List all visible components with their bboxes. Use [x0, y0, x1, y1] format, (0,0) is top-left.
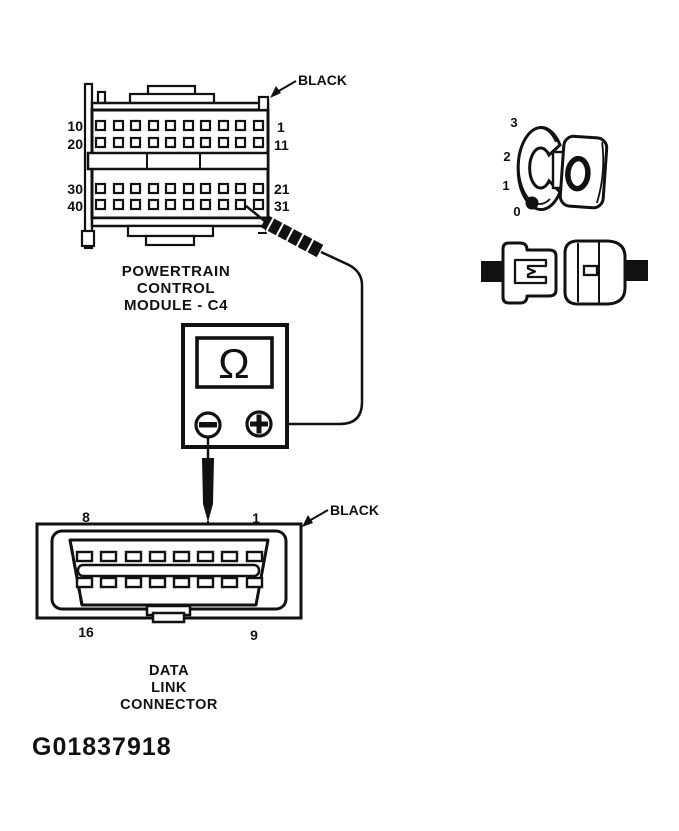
- dlc-color-label: BLACK: [330, 502, 379, 518]
- dlc-callout-line: [308, 509, 329, 522]
- wire-stub-left: [481, 261, 502, 282]
- male-terminal-slot: [513, 258, 548, 285]
- dlc-center-slot: [76, 563, 261, 578]
- key-head-depth-line: [596, 142, 605, 204]
- pcm-callout-arrowhead-icon: [270, 86, 281, 98]
- probe-grip: [260, 214, 324, 258]
- position-label-3: 3: [510, 115, 517, 130]
- pcm-mid-band: [86, 151, 270, 171]
- dlc-pin-label-8: 8: [82, 509, 90, 525]
- pcm-pin-label-1: 1: [277, 119, 285, 135]
- dlc-pin-label-16: 16: [78, 624, 94, 640]
- lead-wire: [271, 250, 364, 426]
- dlc-callout-arrowhead-icon: [302, 515, 313, 527]
- positive-test-lead: [245, 205, 364, 426]
- pcm-bottom-bar: [90, 216, 270, 228]
- dlc-pin-label-9: 9: [250, 627, 258, 643]
- pcm-caption-line3: MODULE - C4: [124, 297, 228, 314]
- position-label-2: 2: [503, 149, 510, 164]
- figure-id: G01837918: [32, 733, 172, 761]
- terminal-key-head: [558, 134, 609, 210]
- terminal-end-view: 3 2 1 0: [502, 115, 609, 219]
- pcm-color-label: BLACK: [298, 72, 347, 88]
- dlc-caption-line3: CONNECTOR: [120, 697, 218, 713]
- wire-stub-right: [625, 260, 648, 281]
- position-label-0: 0: [513, 204, 520, 219]
- pcm-pin-label-11: 11: [274, 137, 289, 153]
- pcm-pin-grid: [94, 119, 265, 211]
- ohmmeter-drawing: Ω: [181, 323, 289, 449]
- dlc-face-edge: [68, 539, 84, 606]
- ohmmeter-display: [195, 336, 274, 389]
- lead-tip-line: [245, 205, 267, 223]
- dlc-bottom-tab-step: [151, 611, 186, 624]
- inline-connector-pair: [481, 239, 648, 306]
- pcm-pin-label-20: 20: [67, 136, 83, 152]
- pcm-bottom-lower-tab: [144, 234, 196, 247]
- pcm-pin-label-40: 40: [67, 198, 83, 214]
- pcm-bracket-foot: [80, 229, 96, 248]
- minus-icon: [199, 422, 217, 428]
- pcm-corner-notch: [257, 95, 270, 112]
- probe-grip-hatching: [265, 216, 315, 254]
- pcm-connector-drawing: 10 20 30 40 1 11 21 31 BLACK POWERTRAIN …: [67, 72, 347, 314]
- pcm-pin-label-31: 31: [274, 198, 290, 214]
- dlc-pin-label-1: 1: [252, 510, 260, 526]
- ohm-symbol: Ω: [218, 340, 249, 387]
- pcm-pin-label-30: 30: [67, 181, 83, 197]
- dlc-pin-grid: [75, 550, 264, 589]
- terminal-cavity-icon: [565, 155, 591, 192]
- female-terminal-slot: [582, 264, 599, 277]
- position-label-1: 1: [502, 178, 509, 193]
- dlc-caption-line1: DATA: [149, 663, 189, 679]
- pcm-caption-line1: POWERTRAIN: [122, 263, 231, 280]
- pcm-pin-label-21: 21: [274, 181, 290, 197]
- pcm-callout-line: [276, 80, 297, 93]
- pcm-caption-line2: CONTROL: [137, 280, 215, 297]
- pcm-bottom-wide-tab: [126, 224, 215, 238]
- probe-body: [202, 458, 214, 522]
- plus-icon: [256, 414, 262, 434]
- dlc-drawing: 8 1 16 9 BLACK DATA LINK CONNECTOR: [35, 502, 379, 713]
- dlc-caption-line2: LINK: [151, 680, 187, 696]
- index-position-dot: [525, 196, 539, 210]
- pcm-pin-label-10: 10: [67, 118, 83, 134]
